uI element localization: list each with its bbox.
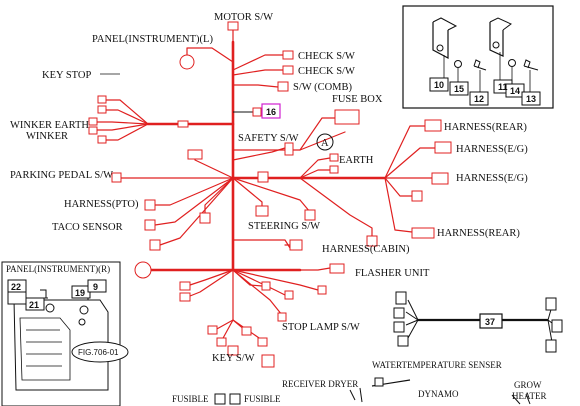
label-panel-instrument-l: PANEL(INSTRUMENT)(L) bbox=[92, 34, 213, 45]
label-flasher-unit: FLASHER UNIT bbox=[355, 268, 430, 279]
label-fuse-box: FUSE BOX bbox=[332, 94, 383, 105]
inset-panel-r bbox=[1, 261, 129, 406]
part-37-label: 37 bbox=[485, 317, 495, 327]
part-14-label: 14 bbox=[510, 86, 520, 96]
label-receiver-dryer: RECEIVER DRYER bbox=[282, 379, 358, 389]
label-callout-a: A bbox=[321, 138, 329, 149]
label-earth: EARTH bbox=[339, 155, 374, 166]
label-water-temp-senser: WATERTEMPERATURE SENSER bbox=[372, 360, 502, 370]
label-winker: WINKER bbox=[26, 131, 68, 142]
part-15-label: 15 bbox=[454, 84, 464, 94]
label-harness-eg-1: HARNESS(E/G) bbox=[456, 144, 528, 155]
label-heater: HEATER bbox=[512, 391, 547, 401]
label-fusible-2: FUSIBLE bbox=[244, 394, 281, 404]
label-harness-eg-2: HARNESS(E/G) bbox=[456, 173, 528, 184]
callout-a-circle bbox=[316, 133, 334, 151]
label-key-stop: KEY STOP bbox=[42, 70, 91, 81]
part-9-label: 9 bbox=[93, 282, 98, 292]
part-19-label: 19 bbox=[75, 288, 85, 298]
part-11-label: 11 bbox=[498, 82, 508, 92]
label-check-sw-1: CHECK S/W bbox=[298, 51, 355, 62]
part-21-label: 21 bbox=[29, 300, 39, 310]
label-panel-instrument-r: PANEL(INSTRUMENT)(R) bbox=[6, 264, 110, 274]
part-12-label: 12 bbox=[474, 94, 484, 104]
label-motor-sw: MOTOR S/W bbox=[214, 12, 273, 23]
part-22-label: 22 bbox=[11, 282, 21, 292]
branch-wires bbox=[95, 29, 436, 341]
part-13-label: 13 bbox=[526, 94, 536, 104]
label-dynamo: DYNAMO bbox=[418, 389, 459, 399]
label-taco-sensor: TACO SENSOR bbox=[52, 222, 123, 233]
label-harness-rear-1: HARNESS(REAR) bbox=[444, 122, 527, 133]
part-16-box bbox=[261, 103, 281, 119]
label-key-sw: KEY S/W bbox=[212, 353, 255, 364]
part-10-label: 10 bbox=[434, 80, 444, 90]
label-harness-cabin: HARNESS(CABIN) bbox=[322, 244, 410, 255]
label-grow: GROW bbox=[514, 380, 542, 390]
label-stop-lamp-sw: STOP LAMP S/W bbox=[282, 322, 360, 333]
harness-37-group bbox=[393, 291, 563, 353]
label-harness-pto: HARNESS(PTO) bbox=[64, 199, 139, 210]
label-safety-sw: SAFETY S/W bbox=[238, 133, 299, 144]
part-16-label: 16 bbox=[266, 107, 276, 117]
label-check-sw-2: CHECK S/W bbox=[298, 66, 355, 77]
label-harness-rear-2: HARNESS(REAR) bbox=[437, 228, 520, 239]
label-fig-ref: FIG.706-01 bbox=[78, 348, 119, 357]
label-fusible-1: FUSIBLE bbox=[172, 394, 209, 404]
label-steering-sw: STEERING S/W bbox=[248, 221, 320, 232]
bottom-strip bbox=[214, 377, 531, 405]
connectors bbox=[88, 21, 452, 368]
label-parking-pedal-sw: PARKING PEDAL S/W bbox=[10, 170, 113, 181]
inset-brackets bbox=[402, 5, 554, 109]
label-winker-earth: WINKER EARTH bbox=[10, 120, 89, 131]
label-sw-comb: S/W (COMB) bbox=[293, 82, 353, 93]
